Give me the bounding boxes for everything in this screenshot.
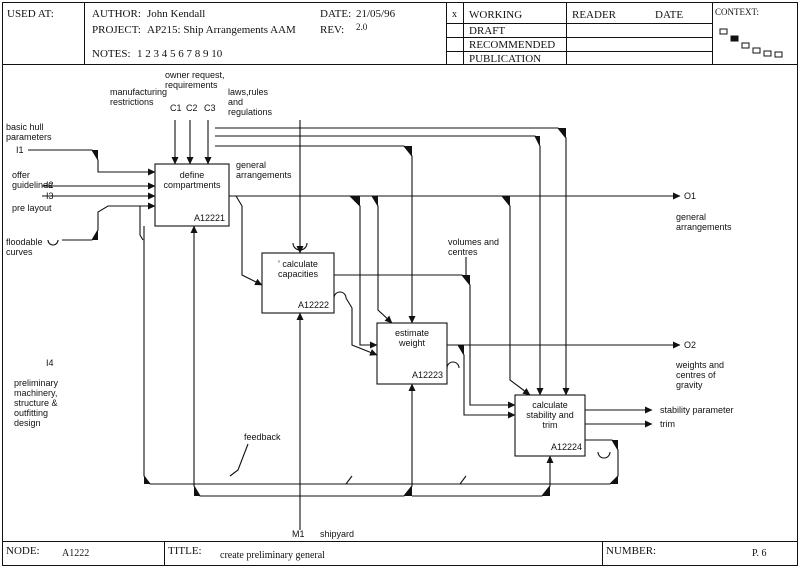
tunnel-a12222 [333,291,347,299]
activity-node-a12222: A12222 [298,300,330,310]
input-i4-label: preliminary machinery, structure & outfi… [14,378,59,428]
control-c1: C1 [170,103,182,113]
output-stability-parameter: stability parameter [660,405,734,415]
header-divider-3 [463,2,464,65]
arrow-m1-to-a12224 [412,455,554,497]
output-volumes-label: volumes and centres [448,237,500,257]
feedback-branch-a12223 [459,475,467,485]
arrow-floodable [62,202,156,241]
title-label: TITLE: [168,545,202,557]
date-label: DATE: [320,8,352,20]
footer-frame [2,541,798,566]
output-o1-label: general arrangements [676,212,732,232]
number-value: P. 6 [752,548,767,559]
node-label: NODE: [6,545,40,557]
activity-title-a12221: define compartments [163,170,221,190]
feedback-branch-a12222 [345,475,353,485]
input-i1-label: basic hull parameters [6,122,52,142]
control-c2: C2 [186,103,198,113]
input-i3-label: pre layout [12,203,52,213]
activity-title-a12224: calculate stability and trim [526,400,574,430]
author-label: AUTHOR: [92,8,141,20]
node-value: A1222 [62,548,90,559]
status-row-line-1 [446,23,713,24]
project-label: PROJECT: [92,24,141,36]
output-o1: O1 [684,191,697,201]
project-value: AP215: Ship Arrangements AAM [147,24,296,36]
footer-divider-1 [164,541,165,566]
output-general-arrangements-label: general arrangements [236,160,292,180]
title-value: create preliminary general [220,550,325,561]
control-owner-label: owner request, requirements [165,70,225,90]
arrow-ga-to-a12223b [371,195,393,324]
tunnel-floodable [47,239,59,246]
context-label: CONTEXT: [715,7,760,17]
header-divider-4 [566,2,567,65]
feedback-leader [229,443,249,477]
status-recommended: RECOMMENDED [469,39,556,51]
rev-value: 2.0 [356,22,368,32]
tunnel-a12224 [597,451,611,459]
header-divider-2 [446,2,447,65]
activity-title-a12223: estimate weight [394,328,429,348]
rev-label: REV: [320,24,345,36]
output-o2-label: weights and centres of gravity [676,360,725,390]
feedback-return-a12221 [139,206,144,241]
control-manufacturing-label: manufacturing restrictions [110,87,168,107]
arrow-i1 [28,149,156,176]
bend-markers [92,128,618,496]
status-publication: PUBLICATION [469,53,542,65]
header-divider-1 [84,2,85,65]
tunnel-a12223 [446,361,460,369]
input-i2: I2 [46,180,54,190]
input-i1: I1 [16,145,24,155]
author-value: John Kendall [147,8,206,20]
reader-label: READER [572,9,616,21]
input-i2-label: offer guidelines [12,170,53,190]
control-c3: C3 [204,103,216,113]
used-at-label: USED AT: [7,8,54,20]
status-mark: x [452,9,457,20]
reader-date-label: DATE [655,9,684,21]
mechanism-m1: M1 [292,529,305,539]
activity-node-a12221: A12221 [194,213,226,223]
notes-label: NOTES: [92,48,131,60]
input-i3: I3 [46,191,54,201]
status-draft: DRAFT [469,25,506,37]
status-working: WORKING [469,9,523,21]
header-divider-5 [712,2,713,65]
input-floodable-label: floodable curves [6,237,43,257]
date-value: 21/05/96 [356,8,396,20]
activity-node-a12224: A12224 [551,442,583,452]
arrow-ga-to-a12222 [235,195,263,286]
input-i4: I4 [46,358,54,368]
footer-divider-2 [602,541,603,566]
mechanism-m1-label: shipyard [320,529,355,539]
status-row-line-3 [446,51,713,52]
activity-title-a12222: ' calculate capacities [277,259,319,279]
arrow-cap-to-a12223 [345,297,378,356]
feedback-label: feedback [244,432,281,442]
arrow-ga-to-a12223 [349,195,378,349]
output-o2: O2 [684,340,697,350]
notes-value: 1 2 3 4 5 6 7 8 9 10 [137,48,223,60]
control-laws-label: laws,rules and regulations [228,87,273,117]
tunnel-c-a12222 [292,242,308,251]
number-label: NUMBER: [606,545,657,557]
arrow-m1-to-a12223 [300,383,416,497]
output-trim: trim [660,419,675,429]
status-row-line-2 [446,37,713,38]
activity-node-a12223: A12223 [412,370,444,380]
arrow-ga-to-a12224 [501,195,531,396]
